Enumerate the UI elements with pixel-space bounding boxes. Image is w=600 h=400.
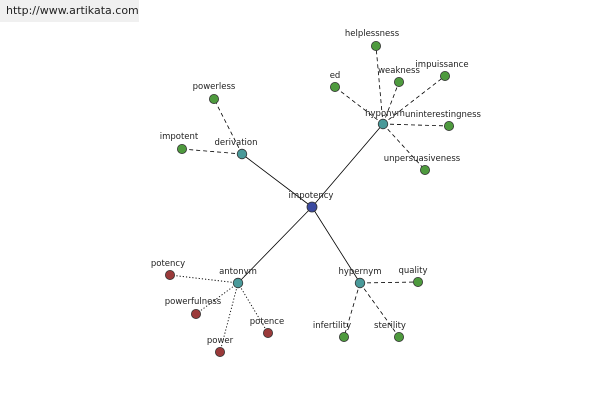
- edge-impotency-antonym: [237, 206, 313, 284]
- node-label-power[interactable]: power: [207, 336, 234, 346]
- edge-hypernym-infertility: [343, 282, 361, 338]
- node-dot-unpersuasiveness[interactable]: [419, 164, 430, 175]
- node-label-derivation[interactable]: derivation: [214, 138, 257, 148]
- graph-node-potence[interactable]: potence: [250, 317, 284, 338]
- node-dot-potency[interactable]: [164, 269, 175, 280]
- node-dot-powerless[interactable]: [208, 94, 219, 105]
- node-dot-quality[interactable]: [412, 276, 423, 287]
- node-dot-ed[interactable]: [329, 82, 340, 93]
- edge-hyponym-impuissance: [382, 75, 446, 125]
- edge-impotency-hyponym: [311, 123, 384, 208]
- node-dot-infertility[interactable]: [338, 331, 349, 342]
- node-label-quality[interactable]: quality: [398, 266, 427, 276]
- node-dot-impuissance[interactable]: [439, 71, 450, 82]
- edge-impotency-hypernym: [311, 206, 361, 284]
- node-dot-hyponym[interactable]: [377, 118, 389, 130]
- graph-node-hyponym[interactable]: hyponym: [365, 109, 405, 130]
- node-label-hypernym[interactable]: hypernym: [338, 267, 381, 277]
- edge-hyponym-uninterestingness: [382, 123, 450, 127]
- node-label-impuissance[interactable]: impuissance: [415, 60, 468, 70]
- node-dot-antonym[interactable]: [232, 277, 244, 289]
- edge-derivation-impotent: [181, 148, 243, 155]
- node-label-potence[interactable]: potence: [250, 317, 284, 327]
- node-label-impotent[interactable]: impotent: [160, 132, 199, 142]
- node-dot-uninterestingness[interactable]: [443, 121, 454, 132]
- edge-hyponym-weakness: [382, 81, 400, 125]
- graph-node-derivation[interactable]: derivation: [214, 138, 258, 160]
- graph-node-sterility[interactable]: sterility: [374, 321, 406, 342]
- node-label-infertility[interactable]: infertility: [313, 321, 351, 331]
- edge-hyponym-unpersuasiveness: [382, 123, 426, 171]
- node-dot-derivation[interactable]: [236, 148, 248, 160]
- node-label-helplessness[interactable]: helplessness: [345, 29, 400, 39]
- node-label-hyponym[interactable]: hyponym: [365, 109, 405, 119]
- source-url-label[interactable]: http://www.artikata.com: [0, 0, 139, 22]
- graph-node-infertility[interactable]: infertility: [313, 321, 351, 342]
- node-label-unpersuasiveness[interactable]: unpersuasiveness: [384, 154, 461, 164]
- graph-node-hypernym[interactable]: hypernym: [338, 267, 382, 289]
- node-dot-potence[interactable]: [262, 327, 273, 338]
- node-dot-weakness[interactable]: [393, 77, 404, 88]
- edge-antonym-powerfulness: [195, 282, 239, 315]
- node-label-sterility[interactable]: sterility: [374, 321, 406, 331]
- graph-node-potency[interactable]: potency: [151, 259, 185, 280]
- node-dot-helplessness[interactable]: [370, 41, 381, 52]
- node-label-powerless[interactable]: powerless: [193, 82, 236, 92]
- node-dot-hypernym[interactable]: [354, 277, 366, 289]
- edge-antonym-power: [219, 282, 239, 353]
- graph-node-power[interactable]: power: [207, 336, 234, 357]
- node-label-weakness[interactable]: weakness: [378, 66, 420, 76]
- edge-hyponym-ed: [334, 86, 384, 125]
- graph-node-impotency[interactable]: impotency: [289, 191, 334, 213]
- graph-node-impuissance[interactable]: impuissance: [415, 60, 469, 82]
- graph-node-weakness[interactable]: weakness: [378, 66, 420, 88]
- edge-hyponym-helplessness: [375, 45, 384, 125]
- node-dot-power[interactable]: [214, 346, 225, 357]
- graph-node-quality[interactable]: quality: [398, 266, 428, 287]
- graph-node-uninterestingness[interactable]: uninterestingness: [405, 110, 482, 132]
- graph-node-impotent[interactable]: impotent: [160, 132, 199, 154]
- node-dot-sterility[interactable]: [393, 331, 404, 342]
- edge-impotency-derivation: [241, 153, 313, 208]
- graph-node-unpersuasiveness[interactable]: unpersuasiveness: [384, 154, 461, 175]
- node-label-ed[interactable]: ed: [330, 71, 341, 81]
- graph-node-ed[interactable]: ed: [329, 71, 341, 93]
- graph-node-powerfulness[interactable]: powerfulness: [165, 297, 222, 319]
- graph-edges: [169, 45, 450, 353]
- graph-node-helplessness[interactable]: helplessness: [345, 29, 400, 52]
- graph-node-antonym[interactable]: antonym: [219, 267, 257, 289]
- edge-hypernym-quality: [359, 281, 419, 284]
- graph-node-powerless[interactable]: powerless: [193, 82, 236, 105]
- node-dot-impotency[interactable]: [306, 201, 318, 213]
- edge-antonym-potence: [237, 282, 269, 334]
- node-label-antonym[interactable]: antonym: [219, 267, 257, 277]
- node-label-powerfulness[interactable]: powerfulness: [165, 297, 222, 307]
- edge-derivation-powerless: [213, 98, 243, 155]
- node-label-uninterestingness[interactable]: uninterestingness: [405, 110, 482, 120]
- node-label-impotency[interactable]: impotency: [289, 191, 334, 201]
- node-dot-powerfulness[interactable]: [190, 308, 201, 319]
- node-label-potency[interactable]: potency: [151, 259, 185, 269]
- node-dot-impotent[interactable]: [176, 143, 187, 154]
